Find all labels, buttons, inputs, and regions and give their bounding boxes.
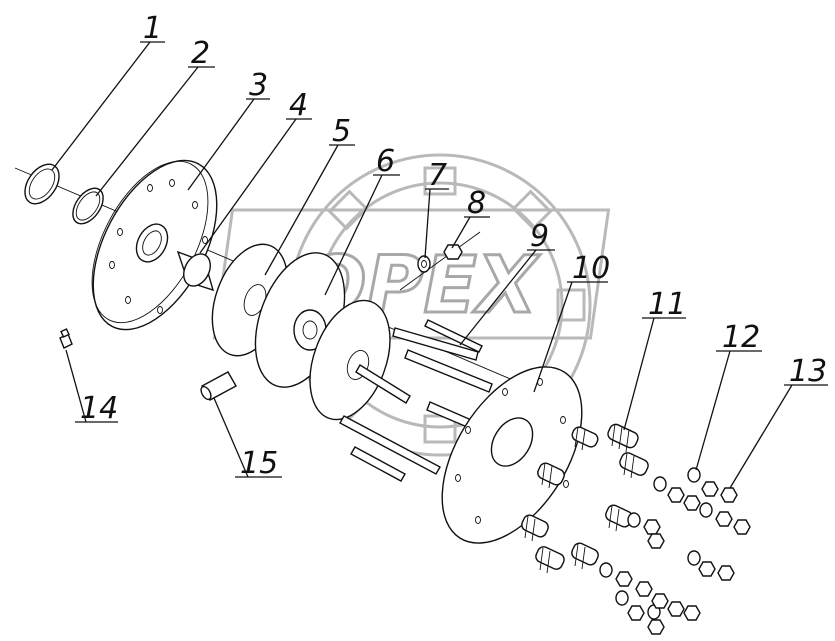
callout-10: 10	[572, 251, 610, 286]
part-12-washers	[599, 467, 713, 620]
callout-7: 7	[428, 158, 447, 193]
part-13-nuts	[615, 481, 751, 635]
callout-14: 14	[80, 391, 118, 426]
callout-12: 12	[722, 320, 760, 355]
part-pressure-disc	[309, 299, 391, 421]
callout-9: 9	[530, 219, 549, 254]
callout-5: 5	[332, 114, 351, 149]
part-7-washer	[417, 255, 431, 273]
part-14-fitting	[59, 328, 73, 349]
callout-6: 6	[376, 144, 395, 179]
callout-1: 1	[143, 11, 162, 46]
callout-2: 2	[191, 36, 210, 71]
part-8-nut	[443, 244, 463, 260]
callout-4: 4	[289, 88, 308, 123]
part-4-bushing	[176, 250, 215, 292]
part-10-flange-disc	[441, 366, 583, 544]
part-1-seal	[24, 163, 60, 205]
callout-8: 8	[467, 186, 486, 221]
callout-15: 15	[240, 446, 278, 481]
callout-13: 13	[789, 354, 827, 389]
leader-lines	[51, 41, 828, 489]
part-15-pin	[200, 371, 237, 401]
callout-11: 11	[648, 287, 686, 322]
callout-labels: 1 2 3 4 5 6 7 8 9 10 11 12 13 14 15	[80, 11, 827, 481]
callout-3: 3	[249, 68, 268, 103]
part-2-ring	[72, 187, 104, 225]
part-11-springs	[521, 423, 649, 574]
